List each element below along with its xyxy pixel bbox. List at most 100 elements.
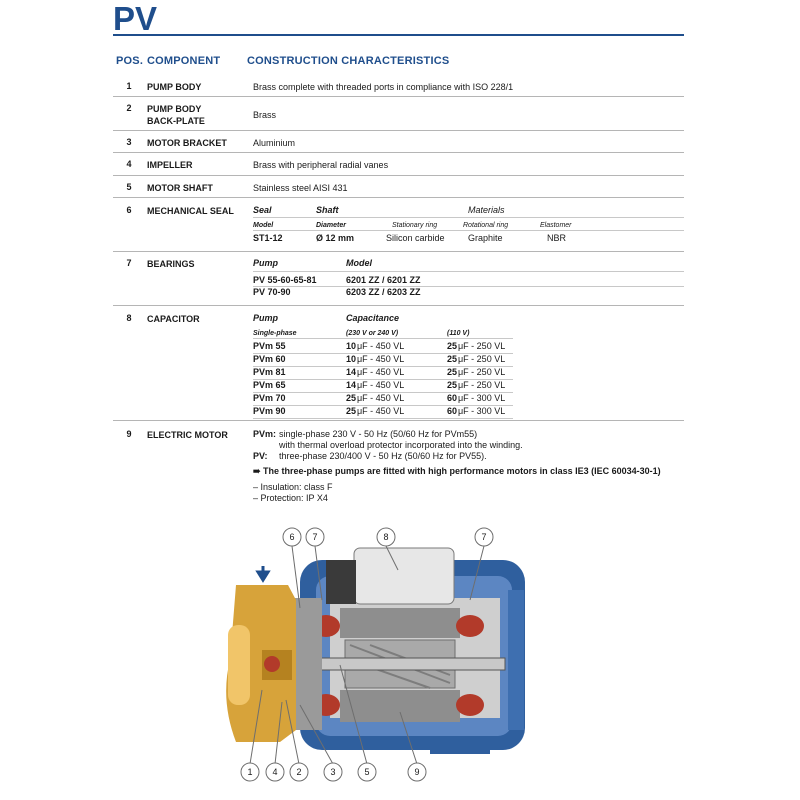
header-pos: POS. [116, 55, 144, 67]
capacitor-voltage-230: (230 V or 240 V) [346, 330, 399, 337]
callout-label: 2 [296, 767, 301, 777]
callout-label: 9 [414, 767, 419, 777]
row-divider [113, 175, 684, 176]
seal-model: ST1-12 [253, 233, 283, 243]
pump-body-part [226, 585, 296, 742]
capacitance-230v-unit: μF - 450 VL [357, 380, 405, 390]
inlet-arrow-icon [255, 566, 271, 583]
bearing-model: 6201 ZZ / 6201 ZZ [346, 275, 421, 285]
capacitance-230v-value: 10 [346, 341, 357, 351]
capacitance-110v-unit: μF - 300 VL [458, 393, 506, 403]
capacitance-110v-unit: μF - 250 VL [458, 341, 506, 351]
callout-label: 7 [481, 532, 486, 542]
motor-pv-label: PV: [253, 451, 268, 461]
capacitance-230v-unit: μF - 450 VL [357, 354, 405, 364]
capacitor-pump: PVm 55 [253, 341, 286, 351]
capacitance-230v-value: 14 [346, 367, 357, 377]
capacitor-row-divider [253, 405, 513, 406]
seal-diameter: Ø 12 mm [316, 233, 355, 243]
header-component: COMPONENT [147, 55, 221, 67]
row-component: PUMP BODY BACK-PLATE [147, 104, 205, 126]
capacitor-capacitance-header: Capacitance [346, 313, 400, 323]
capacitor-pump: PVm 90 [253, 406, 286, 416]
motor-insulation: – Insulation: class F [253, 482, 333, 492]
capacitance-110v-unit: μF - 250 VL [458, 354, 506, 364]
row-number: 5 [126, 182, 132, 192]
capacitance-230v-value: 25 [346, 406, 357, 416]
capacitor-header-divider [253, 338, 513, 339]
header-construction: CONSTRUCTION CHARACTERISTICS [247, 55, 450, 67]
callout-label: 8 [383, 532, 388, 542]
motor-pvm-text: single-phase 230 V - 50 Hz (50/60 Hz for… [279, 429, 478, 439]
row-number: 1 [126, 81, 132, 91]
bearings-header-divider [253, 271, 684, 272]
materials-header: Materials [468, 205, 505, 215]
shaft-header: Shaft [316, 205, 339, 215]
capacitor-pump: PVm 70 [253, 393, 286, 403]
bearings-model-header: Model [346, 258, 372, 268]
capacitor-pump: PVm 65 [253, 380, 286, 390]
row-divider [113, 420, 684, 421]
row-number: 8 [126, 313, 132, 323]
elastomer-subheader: Elastomer [540, 222, 572, 229]
capacitance-110v-value: 60 [447, 406, 458, 416]
seal-rotational: Graphite [468, 233, 503, 243]
seal-header: Seal [253, 205, 272, 215]
row-component: BEARINGS [147, 259, 195, 269]
rotational-subheader: Rotational ring [463, 222, 509, 229]
capacitance-230v-value: 10 [346, 354, 357, 364]
stator-part [312, 608, 484, 722]
row-description: Brass [253, 110, 277, 120]
page-title: PV [113, 0, 158, 37]
motor-pv-text: three-phase 230/400 V - 50 Hz (50/60 Hz … [279, 451, 487, 461]
row-divider [113, 305, 684, 306]
row-description: Aluminium [253, 138, 296, 148]
row-component: IMPELLER [147, 160, 193, 170]
callout-label: 1 [247, 767, 252, 777]
fan-cover-part [508, 590, 524, 730]
bearing-pump: PV 55-60-65-81 [253, 275, 317, 285]
motor-protection: – Protection: IP X4 [253, 493, 328, 503]
callout-label: 7 [312, 532, 317, 542]
capacitance-230v-unit: μF - 450 VL [357, 393, 405, 403]
row-divider [113, 197, 684, 198]
capacitor-row-divider [253, 353, 513, 354]
stationary-subheader: Stationary ring [392, 222, 438, 229]
row-number: 6 [126, 205, 132, 215]
capacitance-110v-value: 25 [447, 380, 458, 390]
title-rule [113, 34, 684, 36]
row-description: Stainless steel AISI 431 [253, 183, 348, 193]
row-number: 3 [126, 137, 132, 147]
capacitance-230v-unit: μF - 450 VL [357, 341, 405, 351]
motor-pvm-text-2: with thermal overload protector incorpor… [279, 440, 523, 450]
callout-label: 3 [330, 767, 335, 777]
capacitor-pump: PVm 81 [253, 367, 286, 377]
callout-label: 4 [272, 767, 277, 777]
capacitance-230v-unit: μF - 450 VL [357, 367, 405, 377]
capacitor-row-divider [253, 366, 513, 367]
bearings-row-divider [253, 286, 684, 287]
bearings-pump-header: Pump [253, 258, 279, 268]
capacitor-voltage-110: (110 V) [447, 330, 470, 337]
motor-pvm-label: PVm: [253, 429, 277, 439]
row-component: MOTOR SHAFT [147, 183, 213, 193]
seal-elastomer: NBR [547, 233, 567, 243]
capacitor-single-phase: Single-phase [253, 330, 297, 337]
row-divider [113, 251, 684, 252]
capacitor-pump-header: Pump [253, 313, 279, 323]
row-divider [113, 130, 684, 131]
capacitance-110v-unit: μF - 250 VL [458, 380, 506, 390]
capacitance-230v-value: 25 [346, 393, 357, 403]
capacitor-row-divider [253, 379, 513, 380]
row-description: Brass complete with threaded ports in co… [253, 82, 514, 92]
capacitance-110v-value: 25 [447, 367, 458, 377]
capacitor-part [326, 547, 455, 605]
row-number: 4 [126, 159, 132, 169]
capacitance-110v-unit: μF - 300 VL [458, 406, 506, 416]
row-component: ELECTRIC MOTOR [147, 430, 228, 440]
row-component: MECHANICAL SEAL [147, 206, 234, 216]
seal-stationary: Silicon carbide [386, 233, 445, 243]
bearing-model: 6203 ZZ / 6203 ZZ [346, 287, 421, 297]
capacitance-110v-unit: μF - 250 VL [458, 367, 506, 377]
